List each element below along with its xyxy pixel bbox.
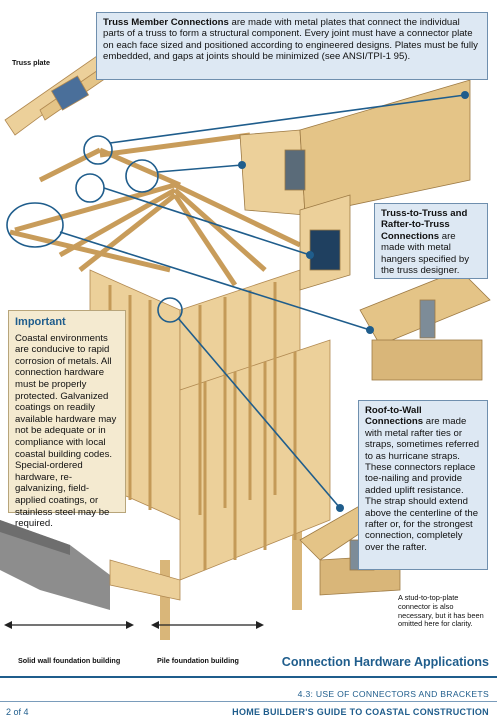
roof-to-wall-callout: Roof-to-Wall Connections are made with m… [358,400,488,570]
page-number: 2 of 4 [6,707,29,717]
roof-to-wall-title: Roof-to-Wall Connections [365,405,424,428]
truss-plate-label: Truss plate [12,58,50,67]
framing-illustration [0,39,491,640]
truss-to-truss-text: are made with metal hangers specified by… [381,230,469,277]
important-title: Important [15,316,66,328]
footer-section: 4.3: USE OF CONNECTORS AND BRACKETS [297,689,489,699]
truss-member-title: Truss Member Connections [103,17,229,28]
important-text: Coastal environments are conducive to ra… [15,332,117,530]
stud-note: A stud-to-top-plate connector is also ne… [398,593,484,629]
important-box: Important Coastal environments are condu… [8,310,126,529]
pile-label: Pile foundation building [157,656,239,665]
roof-to-wall-text: are made with metal rafter ties or strap… [365,416,480,553]
solid-wall-label: Solid wall foundation building [18,656,121,665]
truss-member-callout: Truss Member Connections are made with m… [96,12,488,80]
footer-rule-top [0,676,497,678]
footer-rule-bottom [0,701,497,702]
truss-member-text: are made with metal plates that connect … [103,17,478,63]
guide-title: HOME BUILDER'S GUIDE TO COASTAL CONSTRUC… [232,707,489,717]
figure-title: Connection Hardware Applications [281,655,489,669]
truss-to-truss-callout: Truss-to-Truss and Rafter-to-Truss Conne… [374,203,488,279]
truss-to-truss-title: Truss-to-Truss and Rafter-to-Truss Conne… [381,208,468,242]
